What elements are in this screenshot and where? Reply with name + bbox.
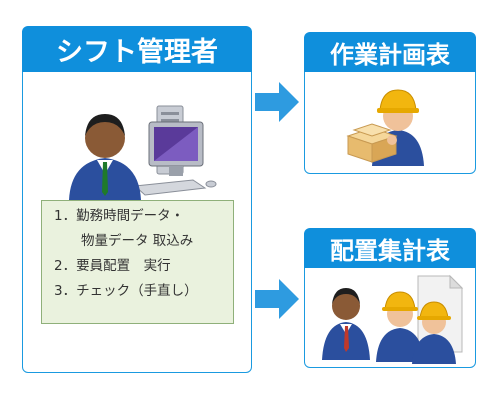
manager-with-workers-icon [318,274,468,364]
arrow-right-top-icon [255,80,301,124]
step-1b: 物量データ 取込み [54,233,194,249]
person-at-computer-icon [65,100,225,200]
allocation-summary-header: 配置集計表 [304,228,476,268]
steps-list: 1．勤務時間データ・ 物量データ 取込み 2．要員配置 実行 3．チェック（手直… [41,200,234,324]
step-2: 2．要員配置 実行 [54,258,171,274]
arrow-right-bottom-icon [255,277,301,321]
shift-manager-title: シフト管理者 [56,36,218,68]
work-plan-title: 作業計画表 [330,40,450,69]
allocation-summary-title: 配置集計表 [330,236,450,265]
shift-manager-header: シフト管理者 [22,26,252,72]
work-plan-header: 作業計画表 [304,32,476,72]
step-1a: 1．勤務時間データ・ [54,208,185,224]
worker-with-boxes-icon [342,80,438,166]
step-3: 3．チェック（手直し） [54,283,198,299]
